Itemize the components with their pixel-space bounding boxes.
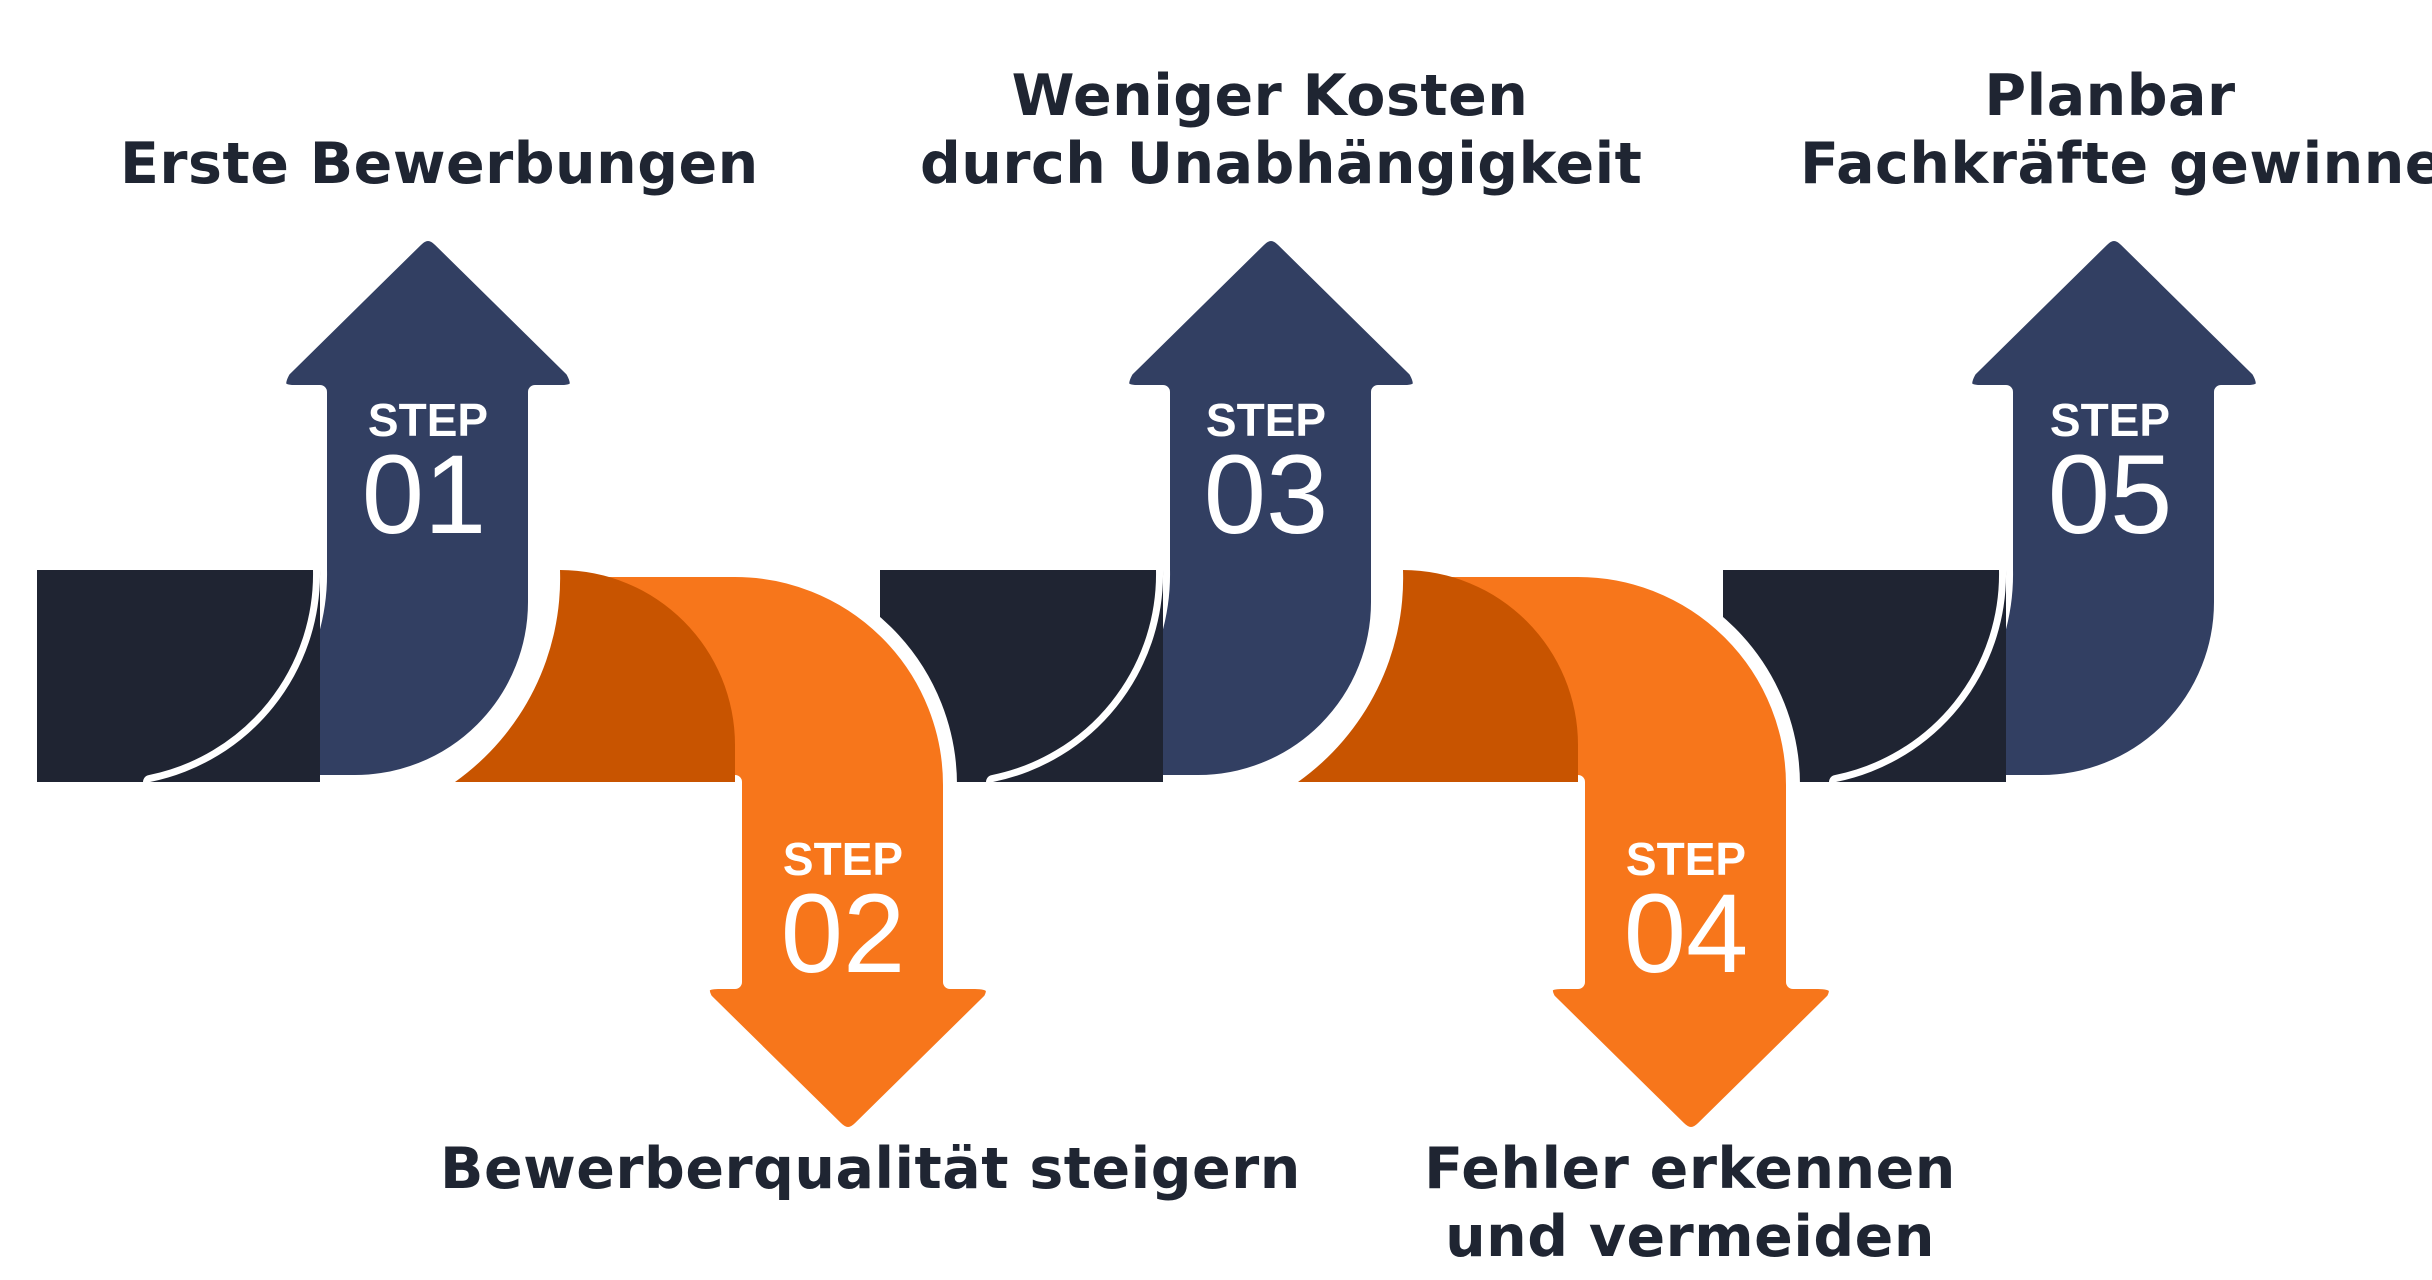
step-03-caption: Weniger Kosten durch Unabhängigkeit bbox=[920, 62, 1643, 198]
step-02-arrow bbox=[448, 563, 1000, 1141]
step-04-caption-line-1: Fehler erkennen bbox=[1424, 1136, 1956, 1202]
step-04-caption: Fehler erkennen und vermeiden bbox=[1400, 1135, 1980, 1271]
step-02-caption: Bewerberqualität steigern bbox=[440, 1135, 1301, 1203]
step-05-caption-line-2: Fachkräfte gewinnen bbox=[1800, 131, 2432, 197]
step-01-number: 01 bbox=[362, 432, 487, 557]
step-05-number: 05 bbox=[2048, 432, 2173, 557]
step-02-label: STEP bbox=[783, 833, 903, 885]
step-04-label: STEP bbox=[1626, 833, 1746, 885]
step-02-caption-line-1: Bewerberqualität steigern bbox=[440, 1136, 1301, 1202]
step-05-caption-line-1: Planbar bbox=[1984, 63, 2236, 129]
step-03-caption-line-1: Weniger Kosten bbox=[1011, 63, 1529, 129]
step-05-label: STEP bbox=[2050, 394, 2170, 446]
step-03-label: STEP bbox=[1206, 394, 1326, 446]
step-01-arrow bbox=[143, 227, 584, 789]
step-01-caption-line-1: Erste Bewerbungen bbox=[120, 131, 759, 197]
step-04-number: 04 bbox=[1624, 871, 1749, 996]
step-05-caption: Planbar Fachkräfte gewinnen bbox=[1800, 62, 2432, 198]
step-03-number: 03 bbox=[1204, 432, 1329, 557]
step-04-caption-line-2: und vermeiden bbox=[1445, 1204, 1935, 1270]
step-01-label: STEP bbox=[368, 394, 488, 446]
step-03-arrow bbox=[986, 227, 1427, 789]
step-01-caption: Erste Bewerbungen bbox=[120, 130, 759, 198]
step-03-caption-line-2: durch Unabhängigkeit bbox=[920, 131, 1643, 197]
step-05-arrow bbox=[1829, 227, 2270, 789]
step-04-arrow bbox=[1291, 563, 1843, 1141]
step-02-number: 02 bbox=[781, 871, 906, 996]
